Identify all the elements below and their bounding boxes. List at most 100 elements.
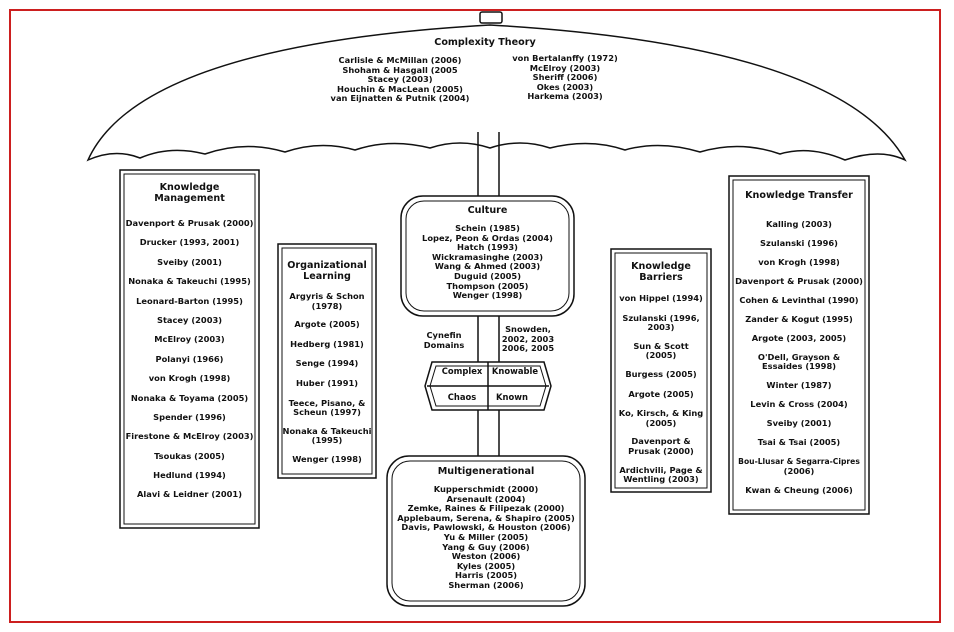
kb-ref: Ardichvili, Page & [619,464,703,475]
km-ref: Alavi & Leidner (2001) [136,489,242,500]
umbrella-tip [479,11,503,24]
kt-ref: Winter (1987) [766,380,832,391]
knowledge-management-box: Knowledge Management Davenport & Prusak … [124,174,255,524]
kb-title-line2: Barriers [639,272,683,283]
outer-red-frame [9,9,941,623]
km-ref: Hedlund (1994) [153,470,226,481]
umbrella-right-refs: von Bertalanffy (1972) McElroy (2003) Sh… [505,53,625,102]
multigenerational-box: Multigenerational Kupperschmidt (2000) A… [392,461,580,601]
km-ref: Spender (1996) [153,411,226,422]
kt-ref: Cohen & Levinthal (1990) [739,294,859,305]
umbrella-ref: Stacey (2003) [367,74,433,85]
umbrella-canopy [86,24,907,162]
kt-ref: Davenport & Prusak (2000) [735,275,863,286]
kt-ref-list: Kalling (2003) Szulanski (1996) von Krog… [733,219,865,496]
kt-box-outer [728,175,870,515]
umbrella-ref: Carlisle & McMillan (2006) [338,55,462,65]
multigen-box-inner [391,460,581,602]
kt-ref: Kwan & Cheung (2006) [745,484,853,495]
kt-box-inner [732,179,866,511]
km-title-line1: Knowledge [159,182,220,193]
ol-ref: Huber (1991) [295,377,359,388]
culture-ref: Hatch (1993) [457,242,518,253]
ol-title-line1: Organizational [287,260,367,271]
kt-ref: Szulanski (1996) [760,237,838,248]
kt-ref: Sveiby (2001) [766,418,832,429]
kt-ref: Argote (2003, 2005) [751,332,847,343]
ol-ref: Hedberg (1981) [290,338,364,349]
km-ref-list: Davenport & Prusak (2000) Drucker (1993,… [124,218,255,509]
multigen-ref: Harris (2005) [454,570,518,581]
km-ref: Sveiby (2001) [157,256,222,267]
ol-ref: Teece, Pisano, & [288,397,366,408]
kb-box-inner [614,252,708,489]
ol-ref: Nonaka & Takeuchi [282,425,372,436]
umbrella-ref: Okes (2003) [536,81,594,92]
multigen-ref: Sherman (2006) [448,579,524,590]
culture-ref: Thompson (2005) [446,280,529,291]
km-ref: Leonard-Barton (1995) [136,295,243,306]
kb-ref: Szulanski (1996, [622,312,700,323]
ol-ref: Senge (1994) [295,358,359,369]
kb-ref: Wentling (2003) [623,474,699,485]
km-ref: Drucker (1993, 2001) [139,237,240,248]
kb-ref: Ko, Kirsch, & King [618,408,704,419]
multigen-box-outer [386,455,586,607]
umbrella-ref: Shoham & Hasgall (2005 [342,64,458,75]
kt-title: Knowledge Transfer [745,190,853,201]
organizational-learning-box: Organizational Learning Argyris & Schon … [282,248,372,474]
km-title-line2: Management [154,193,225,204]
ol-ref: (1978) [311,300,343,311]
km-ref: Nonaka & Takeuchi (1995) [128,276,251,287]
ol-title-line2: Learning [303,271,351,282]
kt-ref: (2006) [783,466,815,476]
cynefin-known: Known [496,392,528,402]
culture-box-outer [400,195,575,317]
kb-ref: Prusak (2000) [628,445,694,456]
culture-box-inner [405,200,570,312]
km-ref: Davenport & Prusak (2000) [125,218,254,228]
km-ref: Tsoukas (2005) [154,450,225,461]
knowledge-transfer-box: Knowledge Transfer Kalling (2003) Szulan… [733,180,865,510]
multigen-title: Multigenerational [437,466,535,477]
culture-ref: Wickramasinghe (2003) [431,251,544,262]
cynefin-knowable: Knowable [491,366,539,376]
km-ref: von Krogh (1998) [148,373,231,384]
snowden-label: Snowden, 2002, 2003 2006, 2005 [500,324,556,354]
km-ref: Nonaka & Toyama (2005) [130,392,249,403]
kb-ref: Argote (2005) [628,388,694,399]
cynefin-complex: Complex [441,366,483,376]
multigen-ref: Kupperschmidt (2000) [433,484,539,494]
umbrella-ref: Harkema (2003) [527,91,603,102]
km-ref: McElroy (2003) [154,334,225,345]
km-box-inner [123,173,256,525]
multigen-ref: Yang & Guy (2006) [442,541,530,552]
ol-ref: Argyris & Schon [289,291,365,301]
multigen-ref: Weston (2006) [451,551,521,562]
culture-ref: Wang & Ahmed (2003) [434,261,541,272]
multigen-ref: Kyles (2005) [456,560,516,571]
culture-ref: Schein (1985) [455,223,520,233]
cynefin-chaos: Chaos [447,392,477,402]
kt-ref: Essaides (1998) [761,361,837,372]
kt-ref: Zander & Kogut (1995) [745,313,853,324]
culture-ref: Wenger (1998) [452,290,523,301]
kt-ref: Bou-Llusar & Segarra-Cipres [738,457,860,467]
umbrella-left-refs: Carlisle & McMillan (2006) Shoham & Hasg… [325,55,475,104]
multigen-ref-list: Kupperschmidt (2000) Arsenault (2004) Ze… [392,484,580,591]
snowden-line: 2002, 2003 [501,333,555,344]
kb-box-outer [610,248,712,493]
kt-ref: von Krogh (1998) [758,256,840,267]
umbrella-ref: van Eijnatten & Putnik (2004) [330,93,470,104]
kb-ref: Burgess (2005) [625,368,697,379]
ol-ref-list: Argyris & Schon (1978) Argote (2005) Hed… [282,291,372,465]
kb-ref-list: von Hippel (1994) Szulanski (1996, 2003)… [615,293,707,485]
snowden-line: Snowden, [505,324,551,334]
km-ref: Firestone & McElroy (2003) [125,431,254,442]
kb-ref: (2005) [645,417,677,428]
umbrella-title: Complexity Theory [434,37,536,48]
multigen-ref: Davis, Pawlowski, & Houston (2006) [401,522,571,533]
kb-ref: (2005) [645,350,677,361]
culture-box: Culture Schein (1985) Lopez, Peon & Orda… [406,201,569,311]
